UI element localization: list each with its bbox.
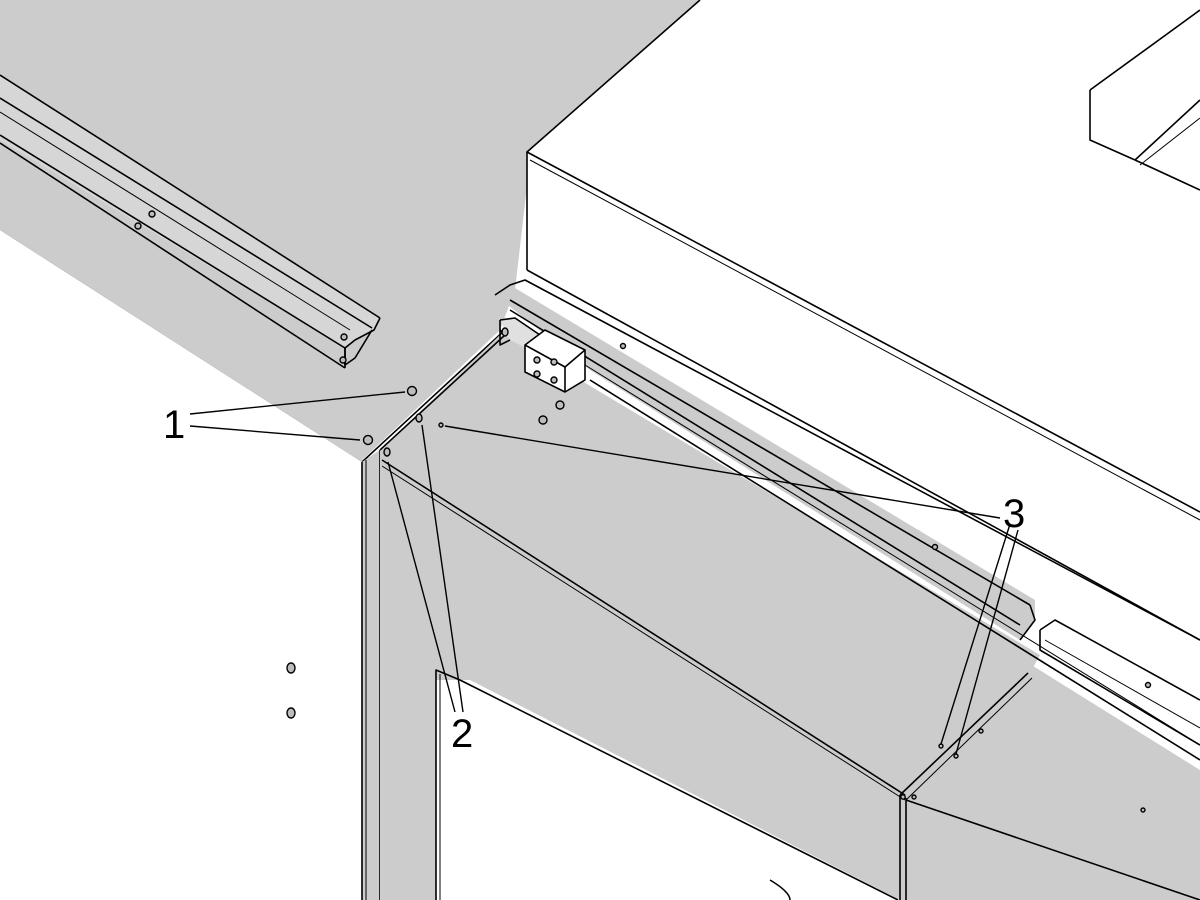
- screw-hole: [286, 707, 296, 719]
- callout-2: 2: [451, 712, 473, 756]
- right-post: [899, 672, 1200, 900]
- housing-top: [527, 0, 1200, 500]
- screw-hole: [555, 400, 565, 410]
- opening: [436, 680, 900, 900]
- housing-front: [527, 152, 1200, 640]
- callout-3: 3: [1003, 492, 1025, 536]
- screw-hole: [538, 415, 548, 425]
- screw-hole: [406, 385, 418, 397]
- angle-rail: [0, 74, 381, 369]
- screw-hole: [415, 413, 423, 423]
- screw-hole: [362, 434, 374, 446]
- housing-upper-part: [1090, 10, 1200, 190]
- screw-hole: [438, 422, 444, 428]
- screw-hole: [953, 753, 959, 759]
- mounting-block: [499, 317, 586, 393]
- screw-hole: [938, 743, 944, 749]
- left-cabinet-face: [0, 230, 362, 900]
- housing-rail: [494, 279, 1200, 761]
- screw-hole: [978, 728, 984, 734]
- corner-post: [361, 450, 381, 900]
- screw-hole: [383, 447, 391, 457]
- screw-hole: [1140, 807, 1146, 813]
- callout-1: 1: [163, 403, 185, 447]
- leader-lines: [189, 391, 1019, 755]
- top-panel: [0, 0, 700, 462]
- ledge-top: [382, 335, 1040, 795]
- left-fascia: [0, 210, 362, 462]
- screw-hole: [286, 662, 296, 674]
